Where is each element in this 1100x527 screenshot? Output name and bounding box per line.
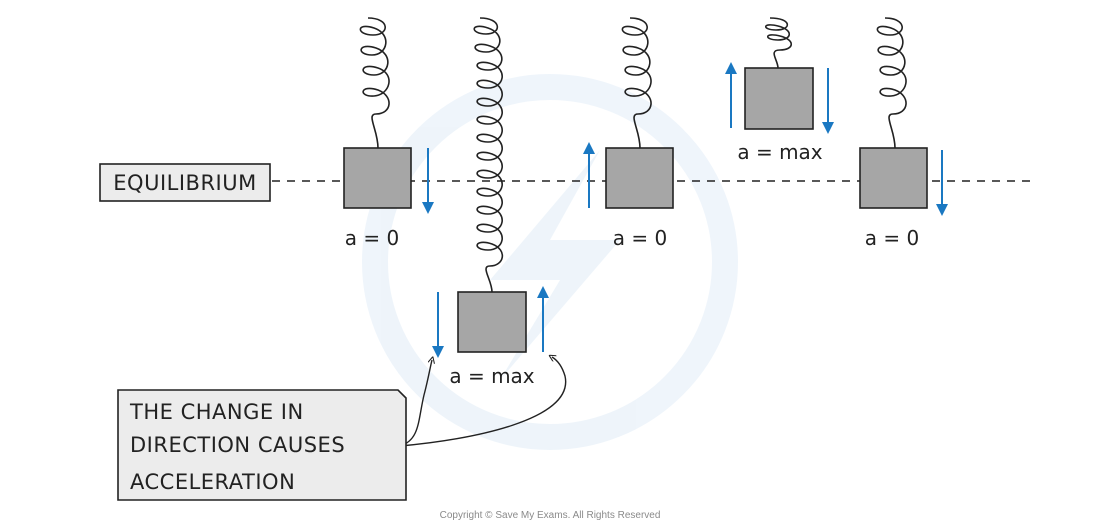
mass-5-label: a = 0: [865, 226, 919, 250]
mass-2-block: [457, 291, 527, 353]
equilibrium-label: EQUILIBRIUM: [113, 171, 256, 195]
mass-1-label: a = 0: [345, 226, 399, 250]
mass-5-block: [859, 147, 928, 209]
equilibrium-label-box: EQUILIBRIUM: [99, 163, 271, 202]
spring-1: [359, 17, 390, 149]
spring-2: [473, 17, 504, 293]
spring-5: [876, 17, 907, 149]
mass-3-block: [605, 147, 674, 209]
copyright-text: Copyright © Save My Exams. All Rights Re…: [440, 510, 661, 521]
spring-4: [764, 17, 793, 69]
note-line-3: ACCELERATION: [130, 470, 295, 494]
mass-1-block: [343, 147, 412, 209]
mass-3-label: a = 0: [613, 226, 667, 250]
spring-3: [621, 17, 652, 149]
note-line-2: DIRECTION CAUSES: [130, 433, 345, 457]
watermark-logo: [362, 74, 738, 450]
pointer-curve: [399, 360, 432, 447]
note-box: THE CHANGE IN DIRECTION CAUSES ACCELERAT…: [117, 389, 407, 501]
pointer-curve: [399, 357, 567, 447]
note-line-1: THE CHANGE IN: [129, 400, 304, 424]
mass-4-label: a = max: [737, 140, 822, 164]
mass-2-label: a = max: [449, 364, 534, 388]
mass-4-block: [744, 67, 814, 130]
